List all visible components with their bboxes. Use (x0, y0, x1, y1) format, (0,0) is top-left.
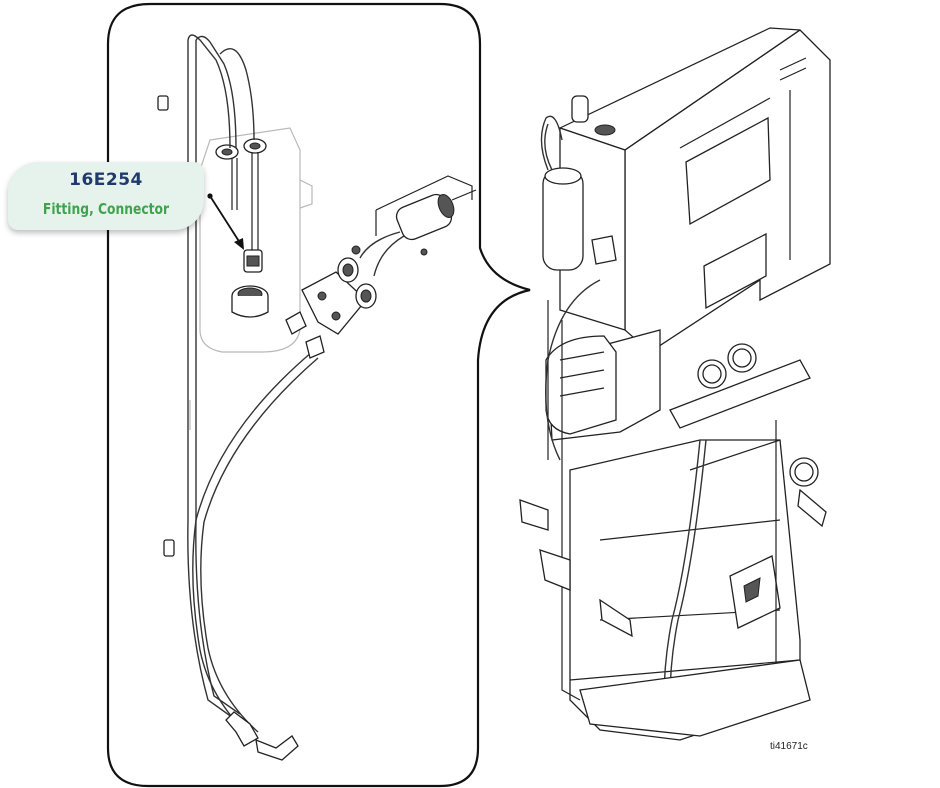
beacon (571, 95, 589, 123)
part-description: Fitting, Connector (42, 200, 170, 218)
elbow-fitting (225, 711, 259, 747)
reservoir-ghost (199, 127, 301, 353)
detail-view (157, 34, 477, 761)
callout-leader-line (209, 195, 243, 247)
figure-id: ti41671c (770, 741, 808, 752)
detail-bubble-outline (106, 2, 531, 788)
pump-motor (545, 335, 617, 435)
part-number: 16E254 (69, 170, 143, 190)
part-callout: 16E254 Fitting, Connector (8, 162, 204, 230)
reservoir-bottle (542, 169, 584, 271)
manifold-block (301, 271, 367, 335)
display-screen (685, 116, 771, 226)
proportioner-machine (519, 27, 831, 741)
hose-clip (157, 95, 169, 111)
